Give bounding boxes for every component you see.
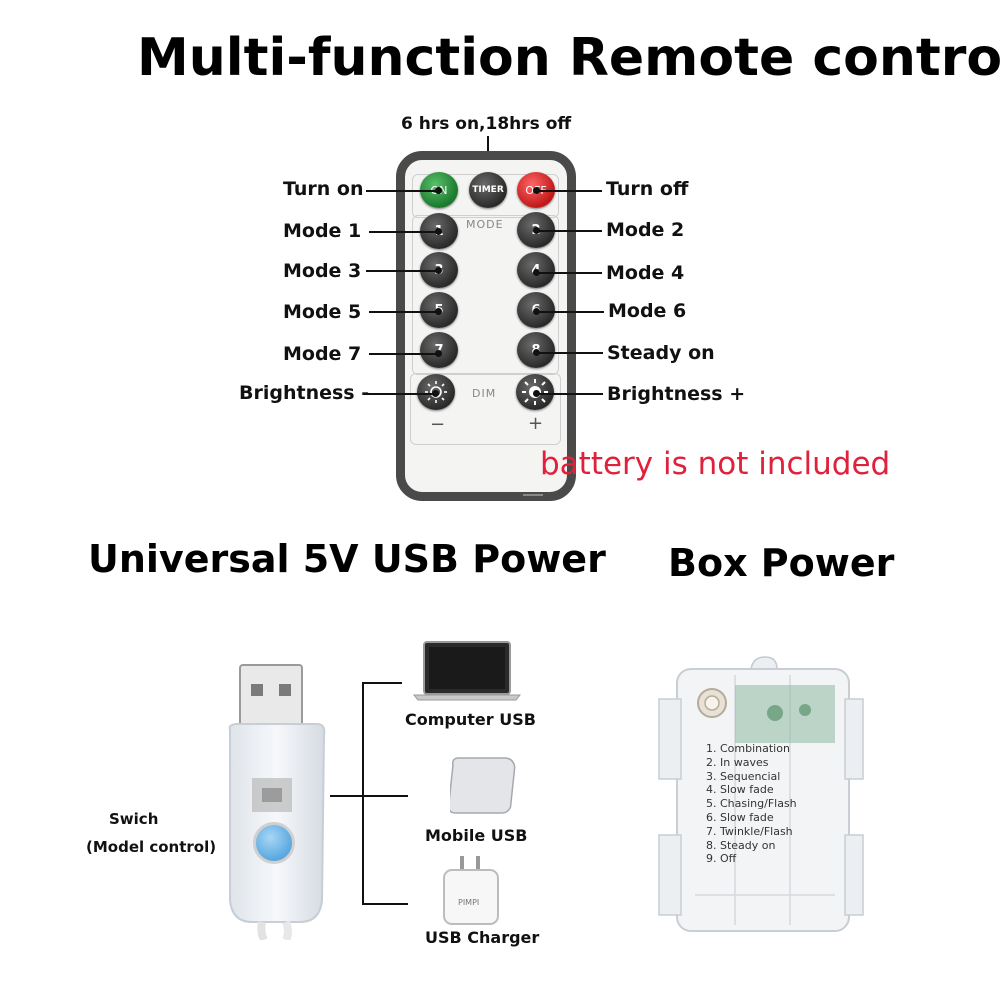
label-brightness-minus: Brightness -: [239, 382, 370, 404]
leader-brightness-plus: [536, 393, 603, 395]
leader-dot: [435, 308, 442, 315]
usb-dongle: [222, 660, 332, 942]
brightness-minus-button[interactable]: [417, 374, 455, 410]
box-mode-item: 6. Slow fade: [706, 810, 774, 824]
leader-steady-on: [536, 352, 603, 354]
label-steady-on: Steady on: [607, 342, 715, 364]
usb-power-title: Universal 5V USB Power: [88, 537, 606, 581]
leader-turn-on: [366, 190, 438, 192]
label-turn-on: Turn on: [283, 178, 364, 200]
leader-dot: [435, 228, 442, 235]
leader-mode-6: [536, 311, 604, 313]
usb-charger-icon: [440, 854, 502, 926]
leader-dot: [533, 187, 540, 194]
label-mode-1: Mode 1: [283, 220, 362, 242]
bracket-top: [362, 682, 402, 684]
leader-dot: [435, 350, 442, 357]
power-bank-icon: [447, 755, 520, 817]
box-mode-list: 1. Combination 2. In waves 3. Sequencial…: [706, 742, 797, 866]
main-title: Multi-function Remote control: [137, 28, 1000, 88]
label-brightness-plus: Brightness +: [607, 383, 746, 405]
plus-label: +: [528, 413, 545, 434]
label-mode-6: Mode 6: [608, 300, 687, 322]
leader-dot: [533, 349, 540, 356]
box-mode-item: 9. Off: [706, 852, 737, 866]
box-mode-item: 4. Slow fade: [706, 783, 774, 797]
dim-panel: [410, 373, 561, 445]
timer-button[interactable]: TIMER: [469, 172, 507, 208]
timer-caption: 6 hrs on,18hrs off: [401, 114, 572, 134]
bracket-vertical: [362, 682, 364, 904]
box-power-title: Box Power: [668, 541, 895, 585]
leader-dot: [435, 187, 442, 194]
bracket-middle: [362, 795, 408, 797]
remote-bottom-mark: [523, 494, 543, 496]
label-mode-3: Mode 3: [283, 260, 362, 282]
leader-mode-2: [536, 230, 602, 232]
mode-panel: [412, 215, 559, 375]
label-mode-7: Mode 7: [283, 343, 362, 365]
mode-switch-button[interactable]: [253, 822, 295, 864]
leader-mode-7: [369, 353, 438, 355]
leader-brightness-minus: [367, 393, 435, 395]
battery-note: battery is not included: [540, 446, 891, 482]
mobile-usb-label: Mobile USB: [425, 826, 528, 845]
leader-turn-off: [536, 190, 602, 192]
box-mode-item: 2. In waves: [706, 755, 769, 769]
label-mode-2: Mode 2: [606, 219, 685, 241]
laptop-icon: [412, 640, 522, 702]
label-turn-off: Turn off: [606, 178, 689, 200]
box-mode-item: 1. Combination: [706, 742, 790, 755]
leader-mode-4: [536, 272, 602, 274]
leader-mode-1: [369, 231, 438, 233]
battery-box: [655, 655, 865, 935]
box-mode-item: 7. Twinkle/Flash: [706, 824, 793, 838]
charger-brand: PIMPI: [458, 898, 480, 907]
switch-label: Swich: [109, 810, 159, 828]
leader-dot: [533, 269, 540, 276]
label-mode-5: Mode 5: [283, 301, 362, 323]
leader-dot: [435, 267, 442, 274]
box-mode-item: 3. Sequencial: [706, 769, 781, 783]
computer-usb-label: Computer USB: [405, 710, 536, 729]
bracket-bottom: [362, 903, 408, 905]
remote-control: MODE DIM − +: [396, 151, 576, 501]
minus-label: −: [430, 414, 447, 435]
leader-dot: [533, 227, 540, 234]
box-mode-item: 5. Chasing/Flash: [706, 797, 797, 811]
leader-dot: [533, 308, 540, 315]
bracket-connector: [330, 795, 362, 797]
leader-mode-5: [369, 311, 438, 313]
dim-label: DIM: [472, 387, 497, 400]
sun-dim-icon: [425, 381, 447, 403]
switch-sublabel: (Model control): [86, 838, 217, 856]
label-mode-4: Mode 4: [606, 262, 685, 284]
box-mode-item: 8. Steady on: [706, 838, 776, 852]
usb-charger-label: USB Charger: [425, 928, 540, 947]
leader-dot: [533, 390, 540, 397]
leader-dot: [432, 390, 439, 397]
leader-mode-3: [366, 270, 438, 272]
mode-label: MODE: [466, 218, 504, 231]
